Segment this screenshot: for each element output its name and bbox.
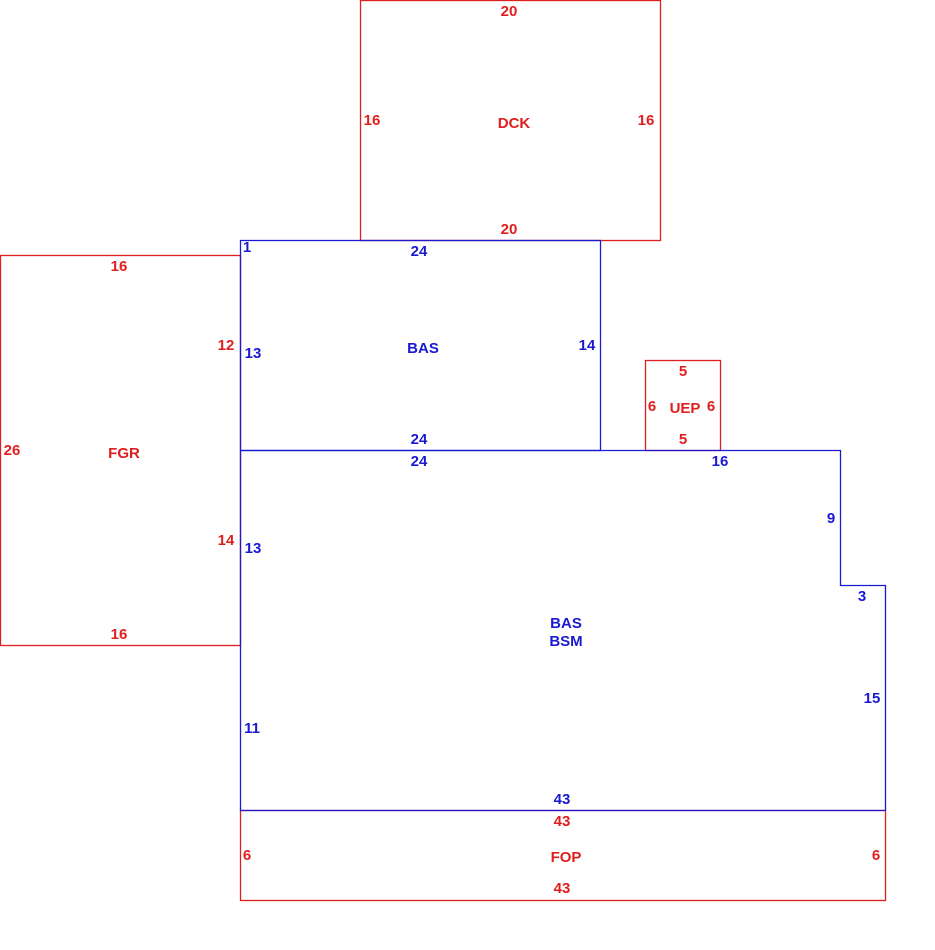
bas-main-step-dimension: 3	[858, 588, 866, 605]
dck-top-dimension: 20	[501, 3, 518, 20]
bas-main-right-upper-dimension: 9	[827, 510, 835, 527]
fgr-bottom-dimension: 16	[111, 626, 128, 643]
dck-area-label: DCK	[498, 115, 531, 132]
bas-main-right-lower-dimension: 15	[864, 690, 881, 707]
fop-top-dimension: 43	[554, 813, 571, 830]
bas-main-top-right-dimension: 16	[712, 453, 729, 470]
bsm-area-label: BSM	[549, 633, 582, 650]
bas-main-bottom-dimension: 43	[554, 791, 571, 808]
bas-upper-right-dimension: 14	[579, 337, 596, 354]
bas-main-left-upper-dimension: 13	[245, 540, 262, 557]
dck-left-dimension: 16	[364, 112, 381, 129]
uep-left-dimension: 6	[648, 398, 656, 415]
bas-main-area-label: BAS	[550, 615, 582, 632]
bas-upper-left-dimension: 13	[245, 345, 262, 362]
bas-upper-area-label: BAS	[407, 340, 439, 357]
bas-main-top-left-dimension: 24	[411, 453, 428, 470]
fgr-top-dimension: 16	[111, 258, 128, 275]
fop-left-dimension: 6	[243, 847, 251, 864]
uep-right-dimension: 6	[707, 398, 715, 415]
bas-main-left-lower-dimension: 11	[244, 720, 260, 737]
dck-right-dimension: 16	[638, 112, 655, 129]
fgr-right-lower-dimension: 14	[218, 532, 235, 549]
fgr-right-upper-dimension: 12	[218, 337, 235, 354]
bas-upper-bottom-dimension: 24	[411, 431, 428, 448]
bas-upper-corner-dimension: 1	[243, 239, 251, 256]
uep-area-label: UEP	[670, 400, 701, 417]
uep-top-dimension: 5	[679, 363, 687, 380]
fop-bottom-dimension: 43	[554, 880, 571, 897]
fgr-left-dimension: 26	[4, 442, 21, 459]
bas-upper-top-dimension: 24	[411, 243, 428, 260]
fgr-area-label: FGR	[108, 445, 140, 462]
uep-bottom-dimension: 5	[679, 431, 687, 448]
fop-area-label: FOP	[551, 849, 582, 866]
fop-right-dimension: 6	[872, 847, 880, 864]
bas-main-outline	[239, 449, 887, 812]
dck-bottom-dimension: 20	[501, 221, 518, 238]
